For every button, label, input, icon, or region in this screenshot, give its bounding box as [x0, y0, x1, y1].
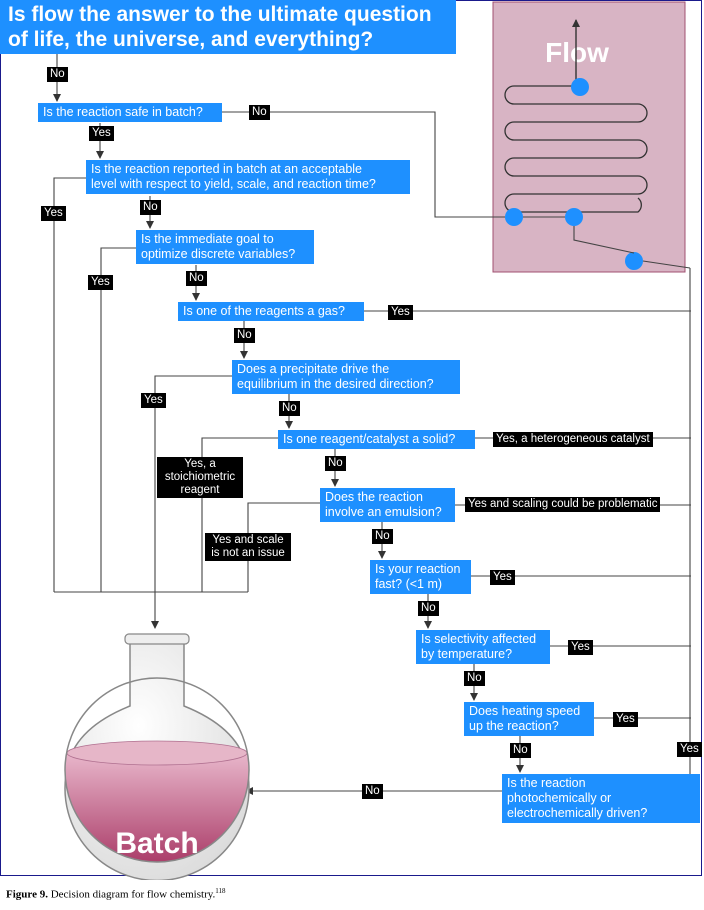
question-reagent-gas: Is one of the reagents a gas? [178, 302, 364, 321]
label-no: No [186, 271, 207, 286]
caption-ref: 118 [215, 887, 226, 895]
label-yes: Yes [141, 393, 166, 408]
label-yes: Yes [677, 742, 702, 757]
question-precipitate: Does a precipitate drive the equilibrium… [232, 360, 460, 394]
label-yes: Yes [568, 640, 593, 655]
question-heating-speed: Does heating speed up the reaction? [464, 702, 594, 736]
label-no: No [362, 784, 383, 799]
label-yes: Yes [41, 206, 66, 221]
batch-flask: Batch [64, 633, 250, 880]
figure-caption: Figure 9. Decision diagram for flow chem… [6, 887, 226, 901]
label-yes-scaling-problematic: Yes and scaling could be problematic [465, 497, 661, 512]
page-title: Is flow the answer to the ultimate quest… [0, 0, 456, 54]
question-safe-in-batch: Is the reaction safe in batch? [38, 103, 222, 122]
question-fast-reaction: Is your reaction fast? (<1 m) [370, 560, 471, 594]
batch-label: Batch [115, 827, 198, 860]
flow-dot-outlet [571, 78, 589, 96]
question-optimize-discrete: Is the immediate goal to optimize discre… [136, 230, 314, 264]
label-no: No [464, 671, 485, 686]
label-yes: Yes [613, 712, 638, 727]
label-yes: Yes [388, 305, 413, 320]
question-photo-electro: Is the reaction photochemically or elect… [502, 774, 700, 823]
label-yes-scale-not-issue: Yes and scale is not an issue [205, 533, 291, 561]
caption-label: Figure 9. [6, 888, 48, 901]
label-no: No [418, 601, 439, 616]
label-no: No [325, 456, 346, 471]
label-yes: Yes [490, 570, 515, 585]
flow-dot-inlet-3 [625, 252, 643, 270]
label-no: No [510, 743, 531, 758]
label-yes-stoichiometric: Yes, a stoichiometric reagent [157, 457, 243, 498]
flow-label: Flow [545, 37, 609, 68]
label-no: No [372, 529, 393, 544]
diagram-canvas: Flow [53, 1, 691, 880]
flow-dot-inlet-1 [505, 208, 523, 226]
label-no: No [249, 105, 270, 120]
label-yes-heterogeneous-catalyst: Yes, a heterogeneous catalyst [493, 432, 653, 447]
label-no: No [234, 328, 255, 343]
question-reported-in-batch: Is the reaction reported in batch at an … [86, 160, 410, 194]
label-no: No [140, 200, 161, 215]
question-solid-reagent: Is one reagent/catalyst a solid? [278, 430, 475, 449]
label-no: No [279, 401, 300, 416]
caption-text: Decision diagram for flow chemistry. [47, 888, 216, 901]
flow-dot-inlet-2 [565, 208, 583, 226]
label-yes: Yes [88, 275, 113, 290]
label-yes: Yes [89, 126, 114, 141]
flow-coil [504, 85, 648, 213]
label-no: No [47, 67, 68, 82]
question-emulsion: Does the reaction involve an emulsion? [320, 488, 455, 522]
flow-reactor-panel [492, 1, 686, 273]
question-selectivity-temperature: Is selectivity affected by temperature? [416, 630, 550, 664]
